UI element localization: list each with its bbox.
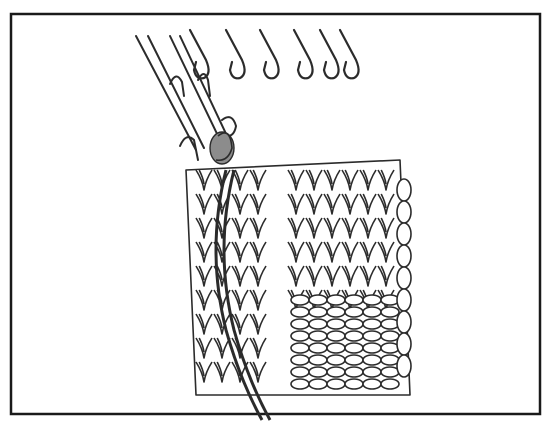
garter-stitch: [291, 367, 309, 377]
garter-stitch: [327, 343, 345, 353]
garter-stitch: [291, 319, 309, 329]
hook-needle-icon: [340, 30, 359, 78]
garter-stitch: [363, 343, 381, 353]
garter-stitch: [363, 307, 381, 317]
garter-stitch: [309, 367, 327, 377]
garter-stitch: [345, 355, 363, 365]
selvedge-loop: [397, 245, 411, 267]
latch-needle-shaft: [180, 36, 228, 138]
garter-stitch: [291, 295, 309, 305]
garter-stitch: [345, 343, 363, 353]
garter-stitch: [345, 331, 363, 341]
garter-stitch: [291, 355, 309, 365]
garter-stitch: [345, 307, 363, 317]
garter-stitch: [291, 343, 309, 353]
garter-stitch: [363, 331, 381, 341]
garter-stitch: [327, 307, 345, 317]
garter-stitch: [309, 379, 327, 389]
latch-needle-shaft: [148, 36, 204, 148]
garter-stitch: [381, 367, 399, 377]
hook-needle-row: [190, 30, 359, 78]
garter-stitch: [363, 379, 381, 389]
garter-stitch: [381, 331, 399, 341]
garter-stitch: [327, 331, 345, 341]
garter-stitch: [309, 331, 327, 341]
selvedge-loop: [397, 223, 411, 245]
knitted-fabric: [186, 132, 411, 420]
garter-stitch: [381, 307, 399, 317]
garter-stitch: [381, 355, 399, 365]
garter-stitch: [291, 307, 309, 317]
garter-stitch: [363, 295, 381, 305]
garter-stitch: [291, 379, 309, 389]
garter-stitch: [345, 367, 363, 377]
selvedge-loop: [397, 201, 411, 223]
latch-needle-shaft: [170, 36, 220, 140]
hook-needle-icon: [294, 30, 313, 78]
garter-stitch: [327, 367, 345, 377]
garter-stitch: [327, 355, 345, 365]
garter-stitch: [327, 379, 345, 389]
garter-stitch: [327, 319, 345, 329]
garter-stitch: [327, 295, 345, 305]
garter-stitch: [345, 295, 363, 305]
garter-stitch: [309, 295, 327, 305]
garter-stitch: [363, 319, 381, 329]
garter-stitch: [309, 343, 327, 353]
hook-needle-icon: [190, 30, 209, 78]
latch-needle-icon: [180, 137, 198, 160]
garter-stitch: [309, 355, 327, 365]
selvedge-loop: [397, 355, 411, 377]
selvedge-loop: [397, 311, 411, 333]
selvedge-loop: [397, 289, 411, 311]
garter-stitch: [363, 367, 381, 377]
garter-stitch: [363, 355, 381, 365]
garter-stitch: [309, 307, 327, 317]
hook-needle-icon: [226, 30, 245, 78]
garter-stitch: [381, 379, 399, 389]
selvedge-loop: [397, 267, 411, 289]
garter-stitch: [309, 319, 327, 329]
garter-stitch: [291, 331, 309, 341]
selvedge-loop: [397, 179, 411, 201]
garter-stitch: [345, 319, 363, 329]
selvedge-loop: [397, 333, 411, 355]
hook-needle-icon: [260, 30, 279, 78]
garter-stitch: [345, 379, 363, 389]
hook-needle-icon: [320, 30, 339, 78]
